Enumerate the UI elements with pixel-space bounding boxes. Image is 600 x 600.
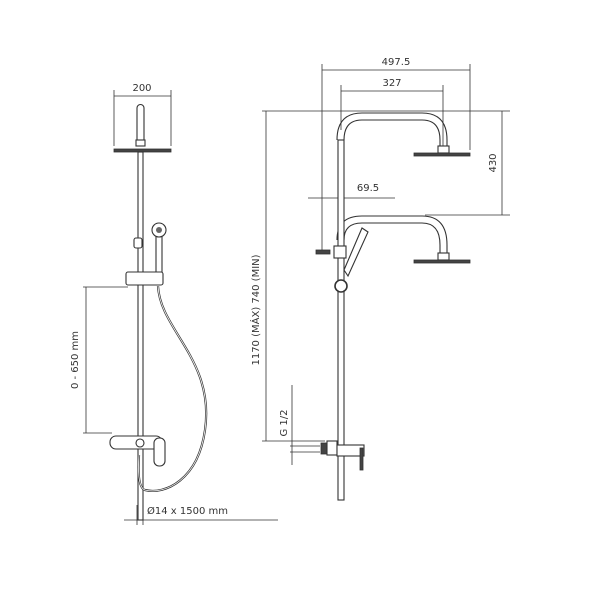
shower-arm <box>136 103 145 146</box>
dimension-label: 1170 (MÁX) 740 (MIN) <box>249 254 262 365</box>
shower-column <box>337 139 345 501</box>
hose <box>138 285 207 492</box>
mixer-cap <box>135 438 145 448</box>
dimension-label: 497.5 <box>382 57 411 68</box>
dimension-head-width: 200 <box>113 83 172 146</box>
slider-knob <box>334 279 348 293</box>
eccentric-connector <box>326 440 338 456</box>
head-connector <box>437 145 450 154</box>
rain-shower-head-lower <box>413 259 471 264</box>
dimension-label: 69.5 <box>357 183 379 194</box>
rain-shower-head-upper <box>413 152 471 157</box>
bracket-clamp <box>333 245 347 259</box>
dimension-hose: Ø14 x 1500 mm <box>124 505 278 525</box>
mixer-body <box>336 444 365 457</box>
dimension-label: Ø14 x 1500 mm <box>147 505 228 517</box>
slider-holder <box>125 271 164 286</box>
dimension-inlet: G 1/2 <box>279 385 320 465</box>
head-connector <box>437 252 450 261</box>
dimension-height-range: 1170 (MÁX) 740 (MIN) <box>249 111 325 442</box>
rail-knob <box>133 237 143 249</box>
upper-shower-arm <box>336 112 448 148</box>
mixer-lever <box>359 447 364 471</box>
wall-inlet <box>320 442 328 455</box>
side-view: 497.5 327 430 69.5 1 <box>249 57 510 501</box>
dimension-wall-offset: 69.5 <box>308 183 395 199</box>
front-view: 200 0 - 650 mm Ø14 x 1500 mm <box>70 83 278 525</box>
spray-nozzles-icon <box>156 227 162 233</box>
head-connector <box>135 139 146 147</box>
hand-shower <box>343 227 369 278</box>
dimension-label: G 1/2 <box>279 409 290 436</box>
dimension-label: 430 <box>488 153 499 172</box>
dimension-label: 327 <box>382 78 401 89</box>
wall-bracket <box>315 249 331 255</box>
dimension-label: 0 - 650 mm <box>70 331 81 389</box>
mixer-lever <box>153 437 166 467</box>
dimension-total-reach: 497.5 <box>321 57 471 250</box>
dimension-label: 200 <box>132 83 151 94</box>
hand-shower-handle <box>155 234 163 278</box>
dimension-slide-range: 0 - 650 mm <box>70 286 128 434</box>
dimension-arm-height: 430 <box>425 111 510 216</box>
